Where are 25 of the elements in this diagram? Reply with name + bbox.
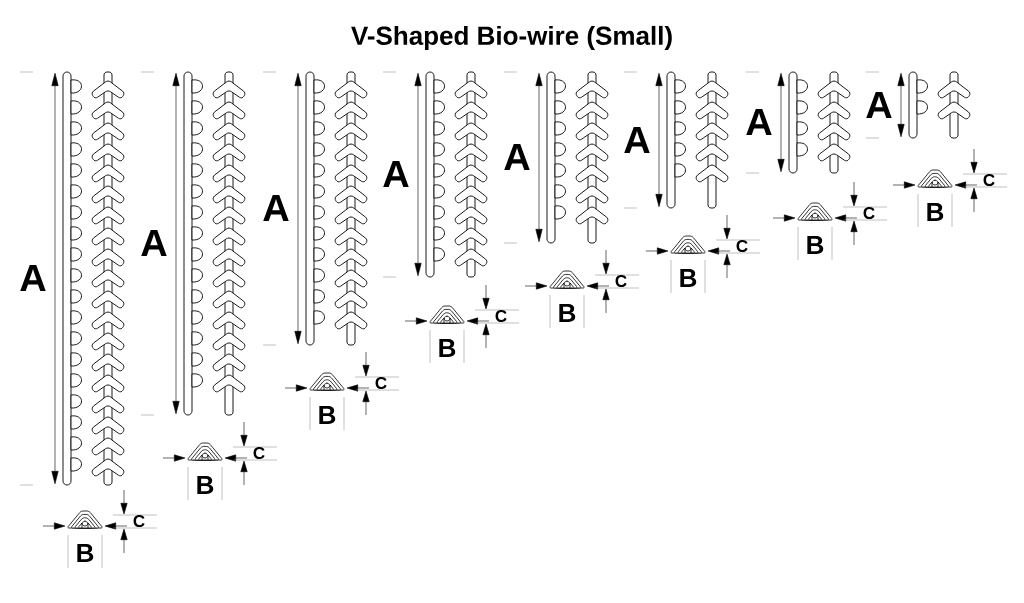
dimension-label: A <box>141 229 167 257</box>
dimension-label: B <box>680 269 697 287</box>
dimension-label: C <box>253 447 265 460</box>
dimension-label: B <box>319 406 336 424</box>
dimension-label: B <box>77 544 94 562</box>
dimension-label: B <box>197 476 214 494</box>
dimension-label: B <box>559 304 576 322</box>
dimension-label: C <box>133 515 145 528</box>
dimension-label: C <box>495 310 507 323</box>
dimension-label: B <box>807 236 824 254</box>
dimension-label: C <box>736 240 748 253</box>
dimension-label: B <box>439 339 456 357</box>
dimension-label: A <box>746 108 772 136</box>
dimension-label: A <box>624 126 650 154</box>
dimension-label: A <box>504 143 530 171</box>
dimension-label: B <box>927 203 944 221</box>
dimension-label: A <box>263 194 289 222</box>
dimension-label: A <box>20 264 46 292</box>
dimension-label: A <box>383 160 409 188</box>
dimension-label: C <box>615 275 627 288</box>
dimension-label: C <box>863 207 875 220</box>
title: V-Shaped Bio-wire (Small) <box>351 25 672 51</box>
dimension-label: C <box>375 377 387 390</box>
dimension-label: C <box>983 174 995 187</box>
dimension-label: A <box>866 91 892 119</box>
